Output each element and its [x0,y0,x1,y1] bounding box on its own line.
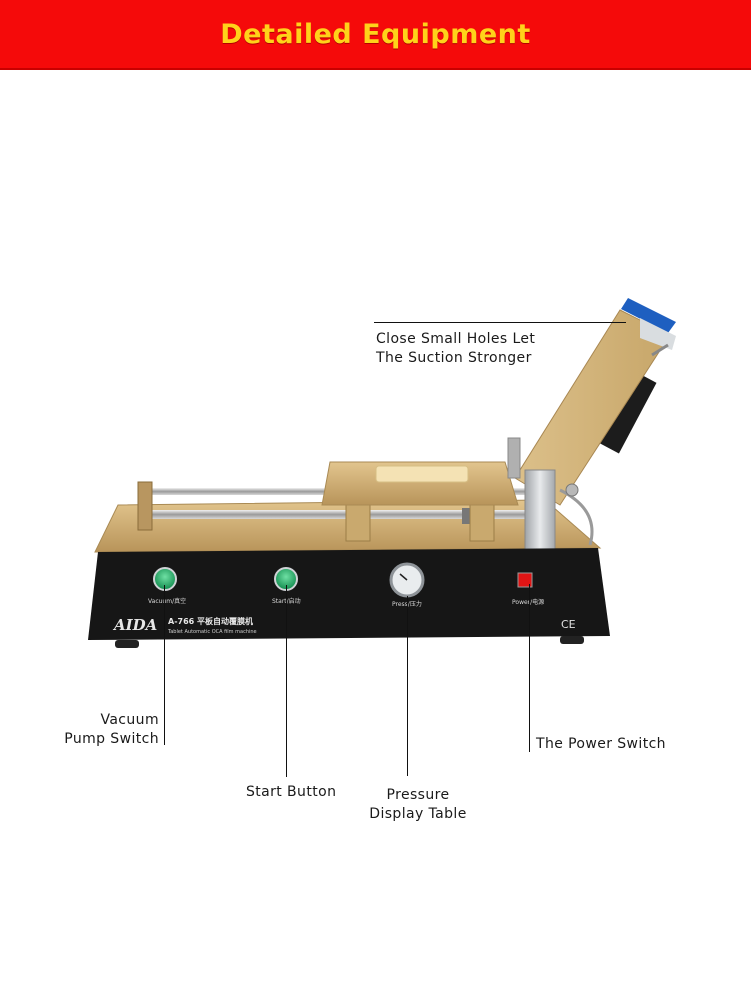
close-holes-line [374,322,626,323]
vacuum-panel-label: Vacuum/真空 [148,597,186,605]
pressure-callout: Pressure Display Table [358,786,478,824]
close-holes-callout: Close Small Holes Let The Suction Strong… [376,330,535,368]
pressure-line [407,596,408,776]
vacuum-callout-line2: Pump Switch [64,731,159,747]
press-panel-label: Press/压力 [392,600,422,608]
vacuum-line [164,585,165,745]
brand-logo: AIDA [112,616,157,634]
pressure-callout-line2: Display Table [369,806,467,822]
ce-mark: CE [561,618,576,631]
close-holes-line2: The Suction Stronger [376,350,532,366]
start-callout: Start Button [246,783,336,802]
start-callout-line1: Start Button [246,784,337,800]
power-panel-label: Power/电源 [512,598,544,606]
power-switch [517,572,533,588]
power-line [529,584,530,752]
banner-title: Detailed Equipment [220,19,531,50]
vacuum-button [153,567,177,591]
vacuum-callout: Vacuum Pump Switch [40,711,159,749]
start-line [286,585,287,777]
power-callout-line1: The Power Switch [536,736,666,752]
power-callout: The Power Switch [536,735,666,754]
close-holes-line1: Close Small Holes Let [376,331,536,347]
pressure-callout-line1: Pressure [386,787,450,803]
model-label: A-766 平板自动覆膜机 [168,616,253,626]
vacuum-callout-line1: Vacuum [100,712,159,728]
title-banner: Detailed Equipment [0,0,751,70]
model-subtitle: Tablet Automatic OCA film machine [167,629,257,635]
arm [514,298,676,506]
